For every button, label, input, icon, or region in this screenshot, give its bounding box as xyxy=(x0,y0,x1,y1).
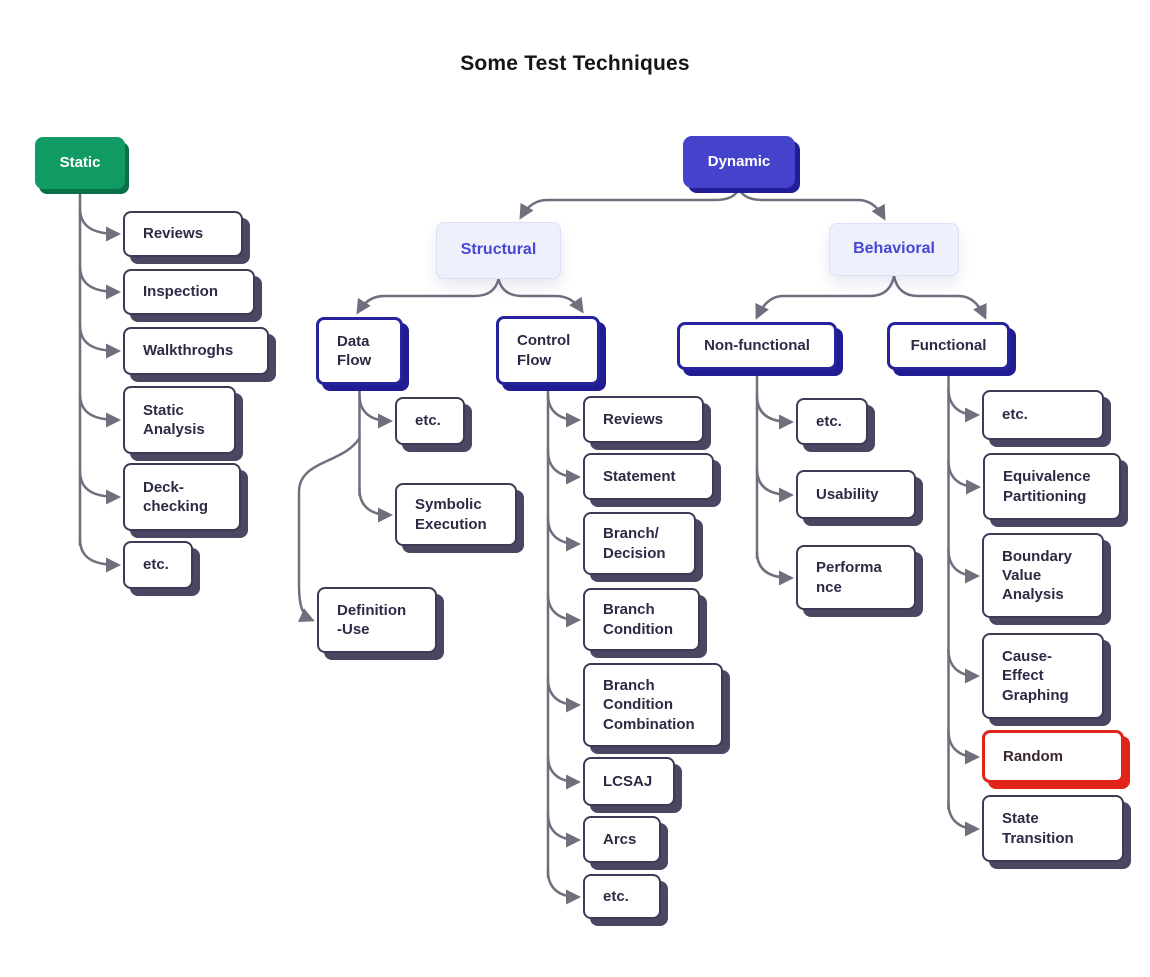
node-behavioral: Behavioral xyxy=(829,223,959,276)
node-reviews: Reviews xyxy=(123,211,243,257)
diagram-title: Some Test Techniques xyxy=(460,52,690,75)
edge-functional-to-equivalence-partitioning xyxy=(947,459,981,495)
edge-control-flow-to-branch-decision xyxy=(546,516,581,552)
node-branch-condition: Branch Condition xyxy=(583,588,700,651)
edge-control-flow-to-lcsaj xyxy=(546,754,581,790)
node-definition-use: Definition -Use xyxy=(317,587,437,653)
edge-control-flow-to-cf-etc xyxy=(546,869,581,905)
edge-non-functional-to-usability xyxy=(755,467,794,503)
node-lcsaj: LCSAJ xyxy=(583,757,675,806)
edge-functional-to-cause-effect-graphing xyxy=(947,648,980,684)
edge-functional-to-boundary-value-analysis xyxy=(947,548,980,584)
node-usability: Usability xyxy=(796,470,916,519)
node-boundary-value-analysis: Boundary Value Analysis xyxy=(982,533,1104,618)
node-cause-effect-graphing: Cause- Effect Graphing xyxy=(982,633,1104,719)
node-branch-decision: Branch/ Decision xyxy=(583,512,696,575)
edge-control-flow-to-statement xyxy=(546,449,581,485)
node-random: Random xyxy=(982,730,1124,783)
node-walkthroghs: Walkthroghs xyxy=(123,327,269,375)
edge-non-functional-to-nf-etc xyxy=(755,394,794,430)
edge-data-flow-to-df-etc xyxy=(358,393,393,429)
edge-static-to-walkthroghs xyxy=(78,323,121,359)
node-static-analysis: Static Analysis xyxy=(123,386,236,454)
edge-control-flow-to-branch-condition xyxy=(546,592,581,628)
edge-control-flow-to-branch-condition-combination xyxy=(546,677,581,713)
node-static: Static xyxy=(35,137,125,189)
node-state-transition: State Transition xyxy=(982,795,1124,862)
edge-dynamic-to-structural xyxy=(519,186,741,220)
node-equivalence-partitioning: Equivalence Partitioning xyxy=(983,453,1121,520)
edge-static-to-inspection xyxy=(78,264,121,300)
edge-functional-to-state-transition xyxy=(947,801,980,837)
node-functional: Functional xyxy=(887,322,1010,370)
edge-behavioral-to-non-functional xyxy=(755,274,896,320)
node-arcs: Arcs xyxy=(583,816,661,863)
node-performance: Performa nce xyxy=(796,545,916,610)
edge-behavioral-to-functional xyxy=(892,274,987,320)
edge-structural-to-control-flow xyxy=(497,277,584,314)
edge-non-functional-to-performance xyxy=(755,550,794,586)
node-nf-etc: etc. xyxy=(796,398,868,445)
node-control-flow: Control Flow xyxy=(496,316,600,385)
node-inspection: Inspection xyxy=(123,269,255,315)
edge-static-to-reviews xyxy=(78,206,121,242)
node-non-functional: Non-functional xyxy=(677,322,837,370)
node-cf-etc: etc. xyxy=(583,874,661,919)
node-data-flow: Data Flow xyxy=(316,317,403,385)
node-cf-reviews: Reviews xyxy=(583,396,704,443)
edge-static-to-static-etc xyxy=(78,537,121,573)
node-branch-condition-combination: Branch Condition Combination xyxy=(583,663,723,747)
edge-control-flow-to-cf-reviews xyxy=(546,392,581,428)
node-dynamic: Dynamic xyxy=(683,136,795,188)
edge-dynamic-to-behavioral xyxy=(737,186,886,221)
edge-data-flow-to-symbolic-execution xyxy=(358,487,393,523)
edge-functional-to-f-etc xyxy=(947,387,980,423)
node-f-etc: etc. xyxy=(982,390,1104,440)
edge-control-flow-to-arcs xyxy=(546,812,581,848)
node-symbolic-execution: Symbolic Execution xyxy=(395,483,517,546)
node-deck-checking: Deck- checking xyxy=(123,463,241,531)
edge-structural-to-data-flow xyxy=(356,277,500,315)
node-statement: Statement xyxy=(583,453,714,500)
node-structural: Structural xyxy=(436,222,561,279)
node-df-etc: etc. xyxy=(395,397,465,445)
edge-functional-to-random xyxy=(947,729,980,765)
edge-data-flow-to-definition-use xyxy=(297,436,361,622)
edge-static-to-static-analysis xyxy=(78,392,121,428)
node-static-etc: etc. xyxy=(123,541,193,589)
edge-static-to-deck-checking xyxy=(78,469,121,505)
